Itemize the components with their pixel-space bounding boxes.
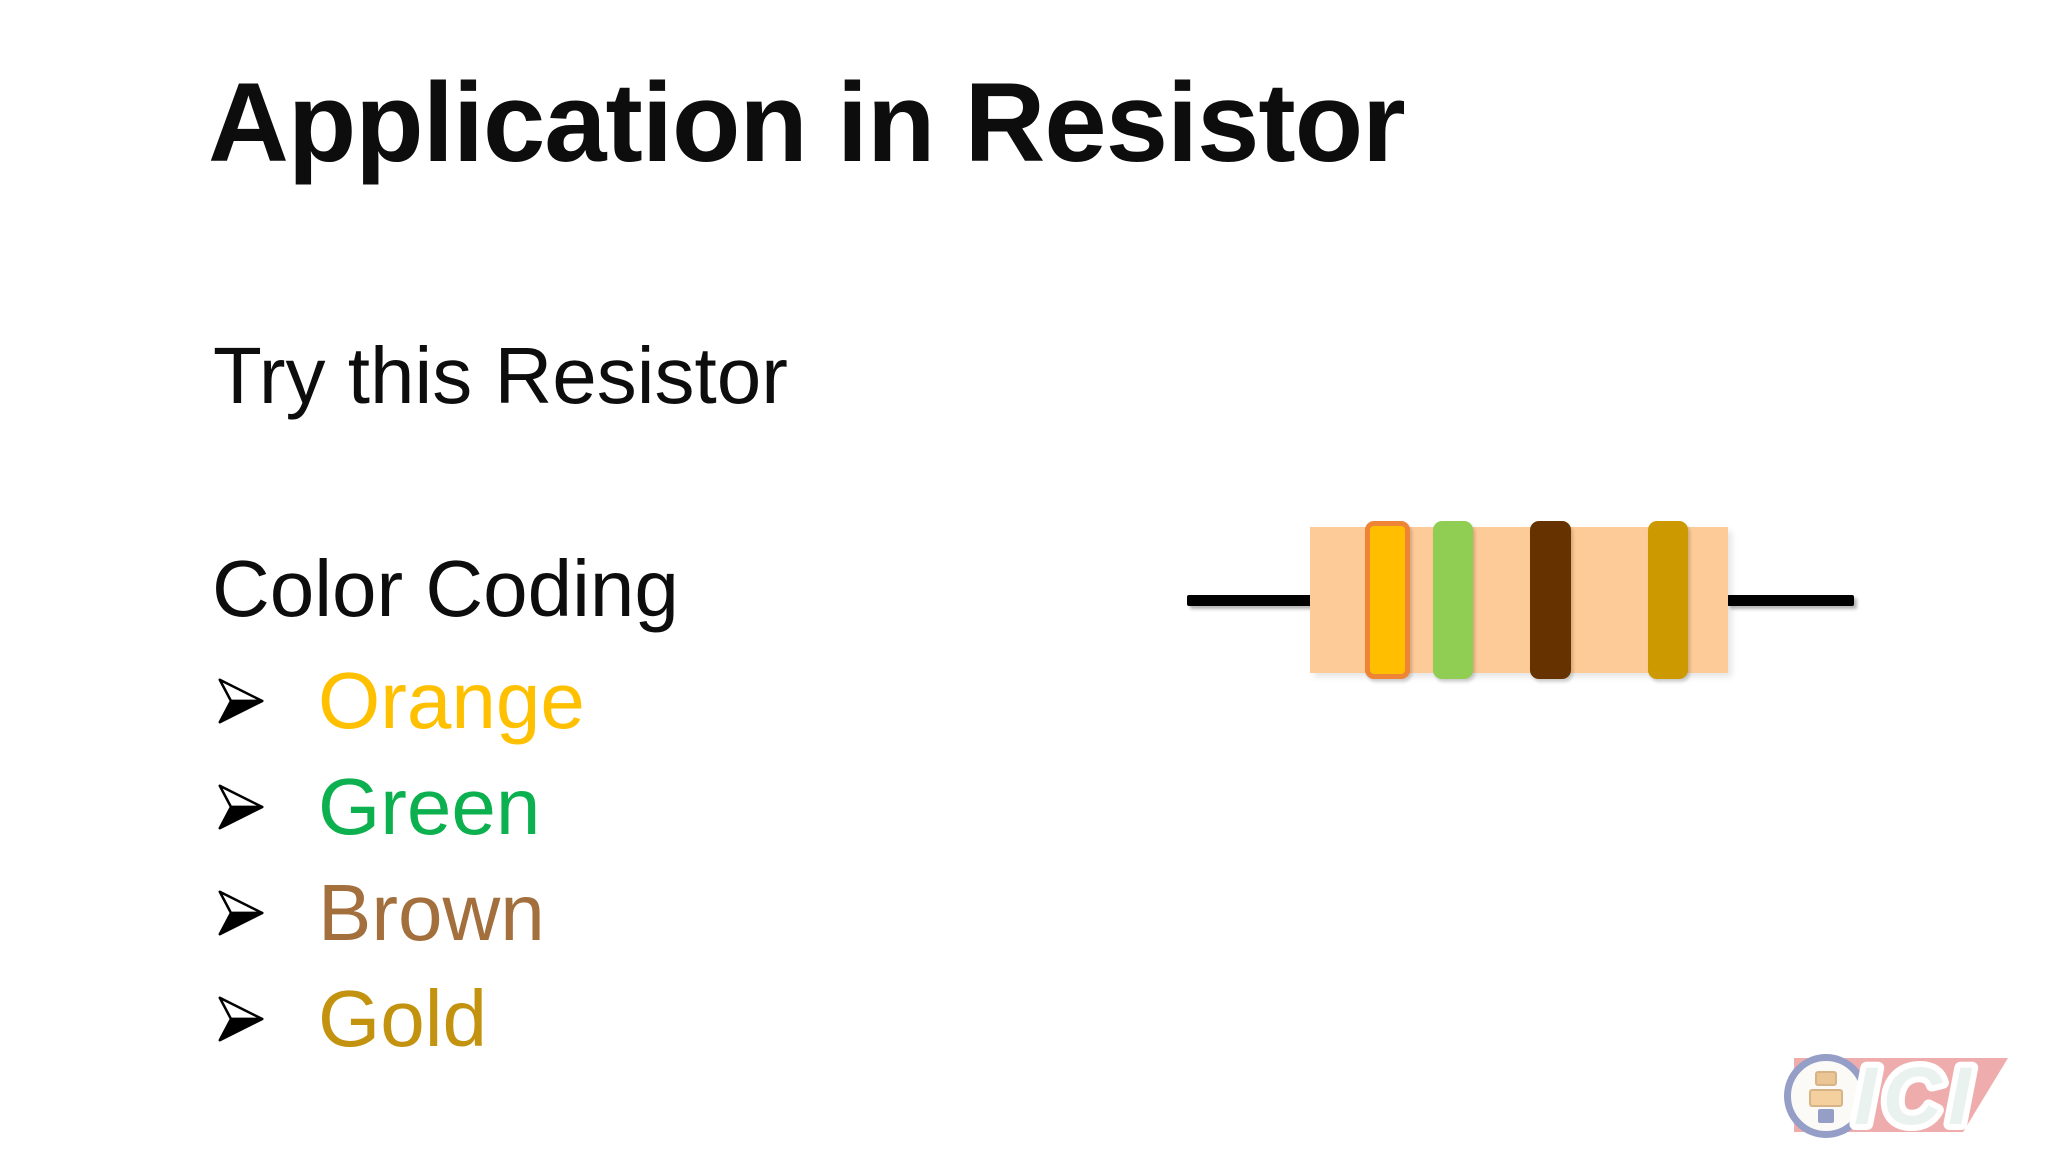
list-item: Green bbox=[212, 754, 585, 860]
resistor-band-brown bbox=[1530, 521, 1571, 679]
logo-text: ICI bbox=[1848, 1046, 1977, 1146]
arrow-bullet-icon bbox=[218, 784, 264, 830]
robot-head-icon bbox=[1815, 1071, 1837, 1086]
arrow-bullet-icon bbox=[218, 678, 264, 724]
list-item: Orange bbox=[212, 648, 585, 754]
color-label-green: Green bbox=[318, 762, 541, 851]
color-label-orange: Orange bbox=[318, 656, 585, 745]
logo-emblem-icon bbox=[1784, 1054, 1868, 1138]
list-item: Gold bbox=[212, 966, 585, 1072]
list-item: Brown bbox=[212, 860, 585, 966]
resistor-band-green bbox=[1433, 521, 1473, 679]
resistor-band-orange bbox=[1365, 521, 1410, 679]
robot-base-icon bbox=[1818, 1109, 1834, 1123]
subtitle: Try this Resistor bbox=[213, 331, 788, 420]
ici-logo: ICI bbox=[1784, 1046, 2040, 1150]
resistor-lead-left bbox=[1187, 595, 1313, 606]
page-title: Application in Resistor bbox=[208, 60, 1406, 185]
color-label-brown: Brown bbox=[318, 868, 545, 957]
svg-text:ICI: ICI bbox=[1854, 1051, 1977, 1142]
resistor-lead-right bbox=[1727, 595, 1854, 606]
arrow-bullet-icon bbox=[218, 996, 264, 1042]
arrow-bullet-icon bbox=[218, 890, 264, 936]
color-coding-heading: Color Coding bbox=[212, 544, 679, 633]
resistor-band-gold bbox=[1648, 521, 1688, 679]
color-list: Orange Green Brown Gold bbox=[212, 648, 585, 1072]
color-label-gold: Gold bbox=[318, 974, 487, 1063]
robot-body-icon bbox=[1809, 1089, 1843, 1107]
